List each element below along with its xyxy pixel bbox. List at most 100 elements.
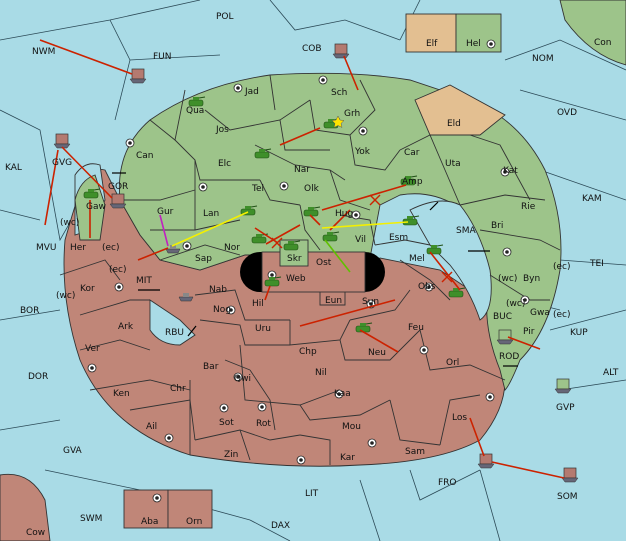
label-zin: Zin [224, 450, 238, 460]
ship-icon [561, 467, 579, 483]
label-con: Con [594, 38, 612, 48]
label-web: Web [286, 274, 306, 284]
label-elf: Elf [426, 39, 438, 49]
label-gva: GVA [63, 446, 83, 456]
tank-icon [254, 148, 272, 159]
supply-center-icon [500, 167, 510, 177]
supply-center-icon [233, 83, 243, 93]
armies [83, 96, 466, 333]
supply-center-icon [233, 372, 243, 382]
supply-center-icon [87, 363, 97, 373]
supply-center-icon [114, 282, 124, 292]
tank-icon [188, 96, 206, 107]
label-wc4: (wc) [506, 299, 525, 309]
province-eld[interactable] [414, 84, 506, 136]
label-lit: LIT [305, 489, 319, 499]
tank-icon [83, 188, 101, 199]
tank-icon [283, 240, 301, 251]
labels: POL NWM FUN COB NOM Con Elf Hel OVD KAL … [5, 12, 619, 538]
supply-center-icon [502, 247, 512, 257]
sea-rbu [149, 299, 196, 346]
order-arrows [39, 39, 565, 479]
label-som: SOM [557, 492, 578, 502]
tank-icon [400, 175, 418, 186]
label-orn: Orn [186, 517, 202, 527]
label-hug: Hug [335, 209, 353, 219]
label-gvp: GVP [556, 403, 575, 413]
label-can: Can [136, 151, 154, 161]
label-ec2: (ec) [553, 262, 571, 272]
region-red-south [63, 168, 506, 467]
label-mvu: MVU [36, 243, 57, 253]
label-chp: Chp [299, 347, 317, 357]
tank-icon [322, 231, 340, 242]
label-olk: Olk [304, 184, 320, 194]
ship-icon [554, 378, 572, 394]
label-qwi: Qwi [234, 374, 251, 384]
label-gor: GOR [108, 182, 128, 192]
label-dor: DOR [28, 372, 48, 382]
label-vil: Vil [355, 235, 366, 245]
ship-icon [129, 68, 147, 84]
label-buc: BUC [493, 312, 512, 322]
label-esm: Esm [389, 233, 408, 243]
label-kat: Kat [503, 166, 518, 176]
label-kup: KUP [570, 328, 588, 338]
label-gaw: Gaw [86, 202, 106, 212]
province-cow[interactable] [0, 473, 51, 541]
label-ec3: (ec) [109, 265, 127, 275]
supply-center-icon [198, 182, 208, 192]
supply-center-icon [486, 39, 496, 49]
label-nab: Nab [209, 285, 227, 295]
supply-center-icon [318, 75, 328, 85]
label-elc: Elc [218, 159, 231, 169]
label-ec1: (ec) [102, 243, 120, 253]
supply-center-icon [351, 210, 361, 220]
fleets [53, 43, 579, 483]
province-orn[interactable] [167, 489, 213, 529]
supply-center-icon [182, 241, 192, 251]
label-grh: Grh [344, 109, 360, 119]
ship-icon [496, 329, 514, 345]
label-car: Car [404, 148, 420, 158]
label-ken: Ken [113, 389, 130, 399]
label-neu: Neu [368, 348, 386, 358]
label-nwm: NWM [32, 47, 55, 57]
label-ark: Ark [118, 322, 134, 332]
label-gwa: Gwa [530, 308, 550, 318]
label-wc2: (wc) [498, 274, 517, 284]
label-ail: Ail [146, 422, 157, 432]
label-yok: Yok [354, 147, 371, 157]
tank-icon [303, 206, 321, 217]
supply-center-icon [152, 493, 162, 503]
supply-center-icon [520, 295, 530, 305]
label-orl: Orl [446, 358, 459, 368]
province-elf[interactable] [405, 13, 457, 53]
label-uru: Uru [255, 324, 271, 334]
label-nar: Nar [294, 165, 310, 175]
label-rot: Rot [256, 419, 271, 429]
label-nor: Nor [224, 243, 240, 253]
label-jos: Jos [215, 125, 229, 135]
label-uta: Uta [445, 159, 461, 169]
label-sot: Sot [219, 418, 234, 428]
label-nog: Nog [213, 305, 231, 315]
supply-center-icon [125, 138, 135, 148]
label-cow: Cow [26, 528, 45, 538]
label-cob: COB [302, 44, 322, 54]
ship-icon [165, 245, 181, 254]
label-swm: SWM [80, 514, 102, 524]
supply-center-icon [296, 455, 306, 465]
label-gvg: GVG [52, 158, 72, 168]
label-kor: Kor [80, 284, 95, 294]
ship-icon [109, 193, 127, 209]
label-skr: Skr [287, 254, 302, 264]
supply-center-icon [257, 402, 267, 412]
supply-center-icon [226, 305, 236, 315]
label-tel: Tel [251, 184, 264, 194]
label-rie: Rie [521, 202, 536, 212]
label-eld: Eld [447, 119, 461, 129]
label-los: Los [452, 413, 467, 423]
label-eun: Eun [325, 296, 342, 306]
sea-sma [409, 200, 492, 321]
